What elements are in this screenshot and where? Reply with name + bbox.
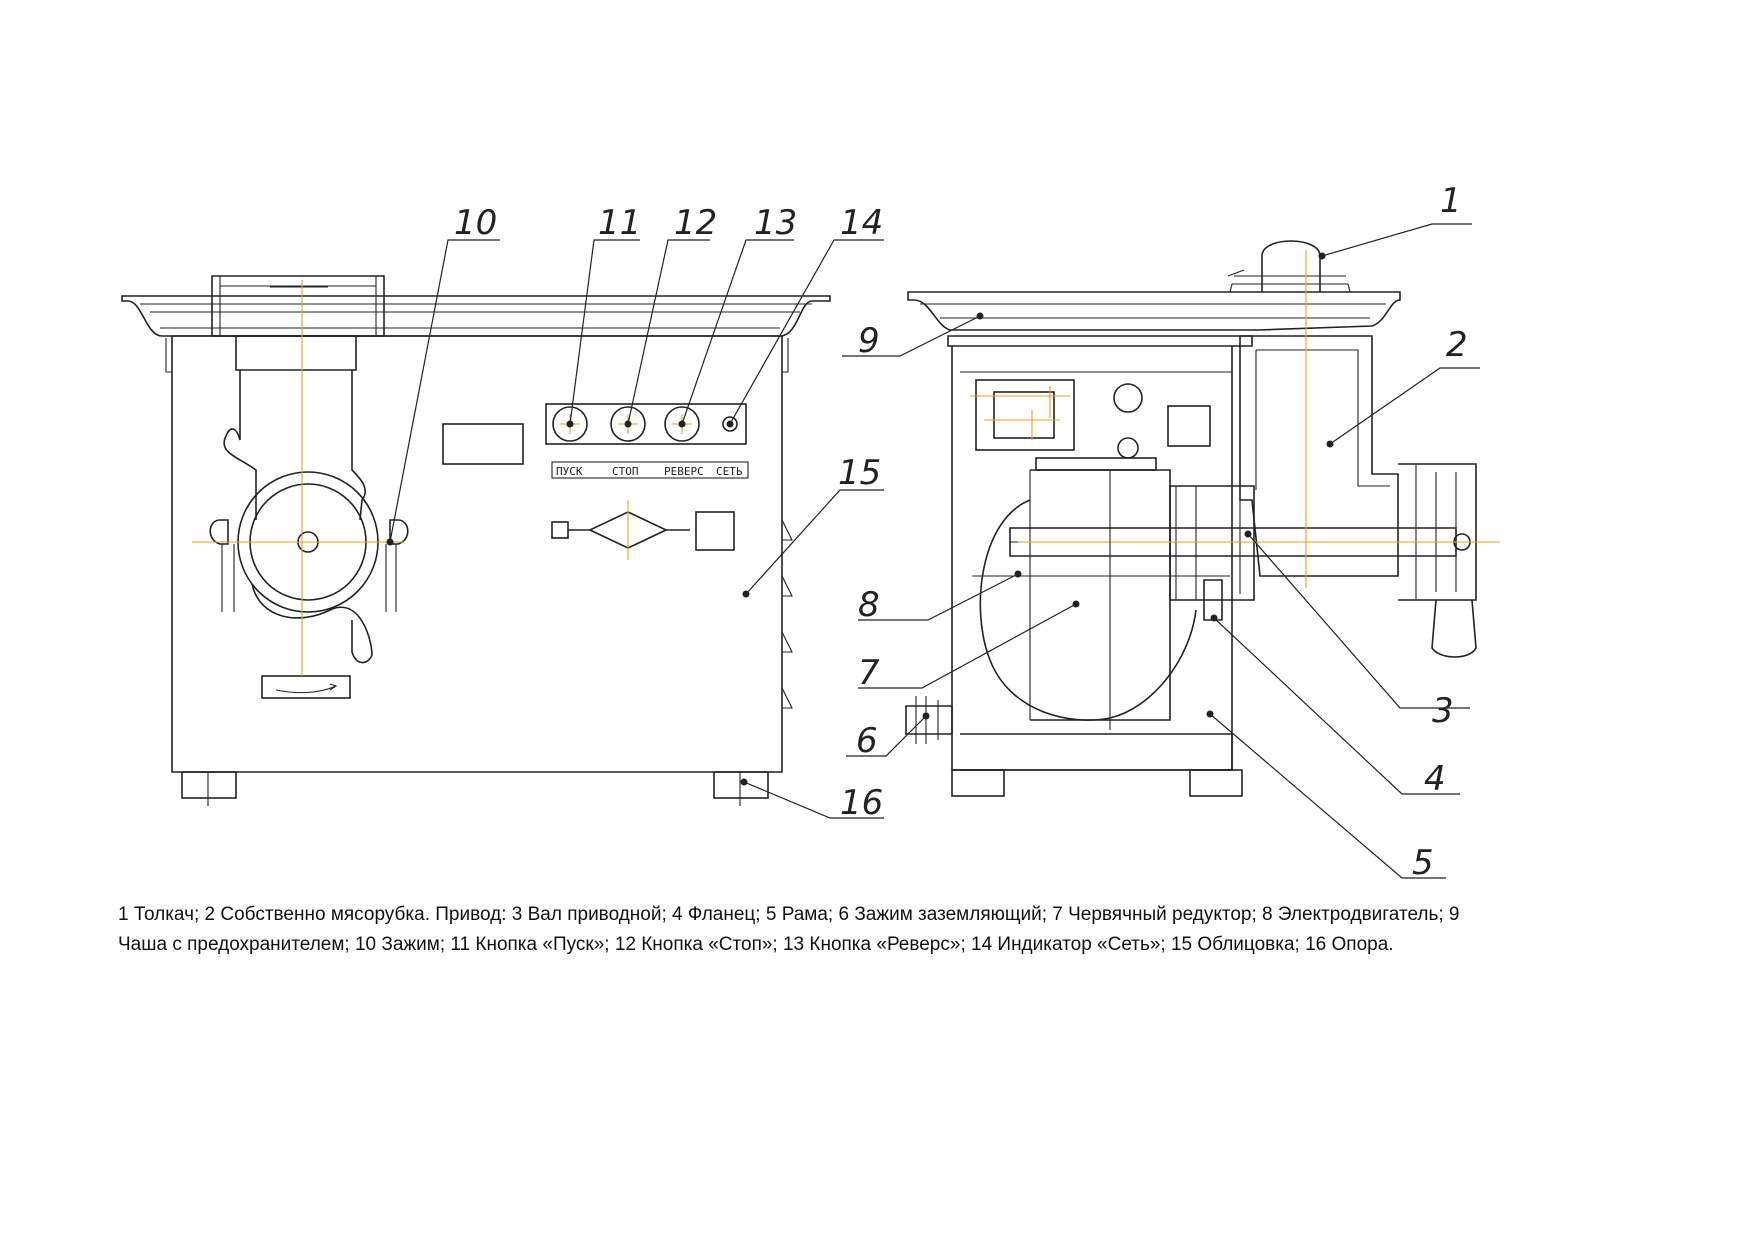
callout-13: 13 (754, 203, 797, 243)
callout-11: 11 (598, 203, 641, 243)
callout-16: 16 (840, 783, 883, 823)
panel-label-reverse: РЕВЕРС (664, 465, 704, 478)
panel-label-network: СЕТЬ (716, 465, 743, 478)
callout-2: 2 (1446, 325, 1468, 365)
legend-line-1: 1 Толкач; 2 Собственно мясорубка. Привод… (118, 904, 1460, 925)
callout-8: 8 (858, 585, 880, 625)
callout-leaders (386, 223, 1480, 879)
callout-10: 10 (454, 203, 497, 243)
callout-14: 14 (840, 203, 883, 243)
callout-12: 12 (674, 203, 717, 243)
callout-15: 15 (838, 453, 881, 493)
side-view (905, 240, 1500, 797)
callout-4: 4 (1424, 759, 1446, 799)
callout-6: 6 (856, 721, 878, 761)
callout-7: 7 (858, 653, 880, 693)
legend-caption: 1 Толкач; 2 Собственно мясорубка. Привод… (118, 900, 1618, 960)
callout-3: 3 (1432, 691, 1454, 731)
callout-9: 9 (858, 321, 880, 361)
front-view: ПУСК СТОП РЕВЕРС СЕТЬ (121, 275, 831, 806)
callout-numbers: 1 2 3 4 5 6 7 8 9 10 11 12 13 14 15 16 (454, 181, 1468, 883)
panel-label-start: ПУСК (556, 465, 583, 478)
legend-line-2: Чаша с предохранителем; 10 Зажим; 11 Кно… (118, 934, 1394, 955)
panel-label-stop: СТОП (612, 465, 639, 478)
callout-5: 5 (1412, 843, 1434, 883)
callout-1: 1 (1440, 181, 1462, 221)
